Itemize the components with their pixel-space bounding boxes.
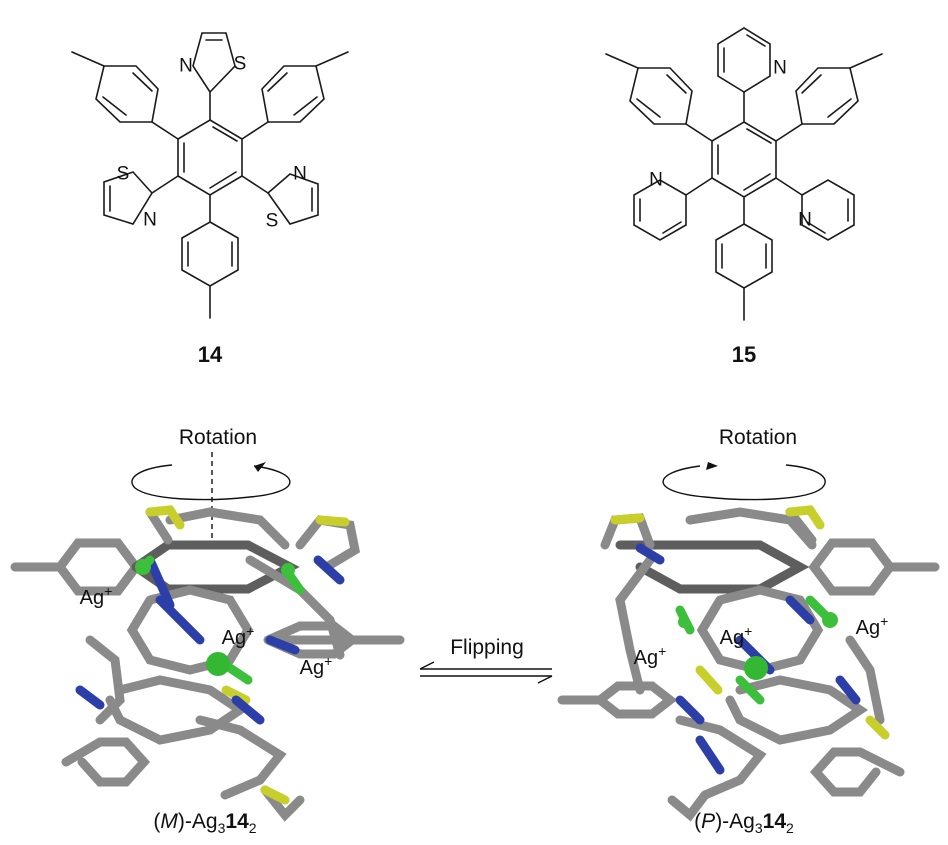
- pyridine-ring-left: [633, 179, 687, 241]
- silver-ion: [822, 612, 838, 628]
- compound-14-structure: N S S N N S: [71, 32, 349, 319]
- compound-15-label: 15: [732, 342, 756, 367]
- ag-ion-label: Ag+: [300, 653, 333, 679]
- central-benzene-ring: [711, 121, 777, 198]
- ag-ion-label: Ag+: [80, 583, 113, 609]
- nitrogen-atom: N: [773, 58, 787, 79]
- ag-ion-label: Ag+: [634, 643, 667, 669]
- flipping-label: Flipping: [450, 636, 524, 659]
- pyridine-ring-top: [717, 27, 771, 93]
- tolyl-ring: [181, 221, 239, 287]
- silver-ion: [678, 616, 690, 628]
- p-complex-3d-model: [557, 505, 940, 822]
- ag-ion-label: Ag+: [856, 613, 889, 639]
- thiazole-ring-left: [103, 171, 153, 225]
- pyridine-ring-right: [801, 179, 855, 241]
- tolyl-ring: [715, 223, 773, 289]
- nitrogen-atom: N: [293, 164, 307, 185]
- silver-ion: [744, 656, 768, 680]
- equilibrium-arrows: [419, 661, 553, 684]
- tolyl-ring: [261, 65, 325, 123]
- rotation-label: Rotation: [719, 426, 797, 449]
- silver-ion: [281, 563, 295, 577]
- thiazole-ring-top: [192, 32, 236, 94]
- m-complex-caption: (M)-Ag3142: [153, 810, 256, 836]
- compound-14-label: 14: [198, 342, 223, 367]
- thiazole-ring-right: [266, 173, 319, 225]
- sulfur-atom: S: [266, 211, 279, 232]
- m-complex-3d-model: [10, 505, 405, 822]
- sulfur-atom: S: [234, 54, 247, 75]
- p-complex-caption: (P)-Ag3142: [694, 810, 794, 836]
- nitrogen-atom: N: [649, 170, 663, 191]
- rotation-label: Rotation: [179, 426, 257, 449]
- nitrogen-atom: N: [143, 210, 157, 231]
- central-benzene-ring: [177, 119, 243, 196]
- tolyl-ring: [795, 67, 859, 125]
- tolyl-ring: [95, 65, 159, 123]
- ag-ion-label: Ag+: [222, 623, 255, 649]
- ag-ion-label: Ag+: [720, 623, 753, 649]
- silver-ion: [135, 559, 151, 575]
- nitrogen-atom: N: [798, 210, 812, 231]
- nitrogen-atom: N: [179, 56, 193, 77]
- silver-ion: [206, 652, 230, 676]
- tolyl-ring: [629, 67, 693, 125]
- sulfur-atom: S: [117, 164, 130, 185]
- rotation-arrow: [662, 462, 826, 501]
- rotation-arrow: [131, 452, 291, 548]
- compound-15-structure: N N N: [605, 27, 883, 321]
